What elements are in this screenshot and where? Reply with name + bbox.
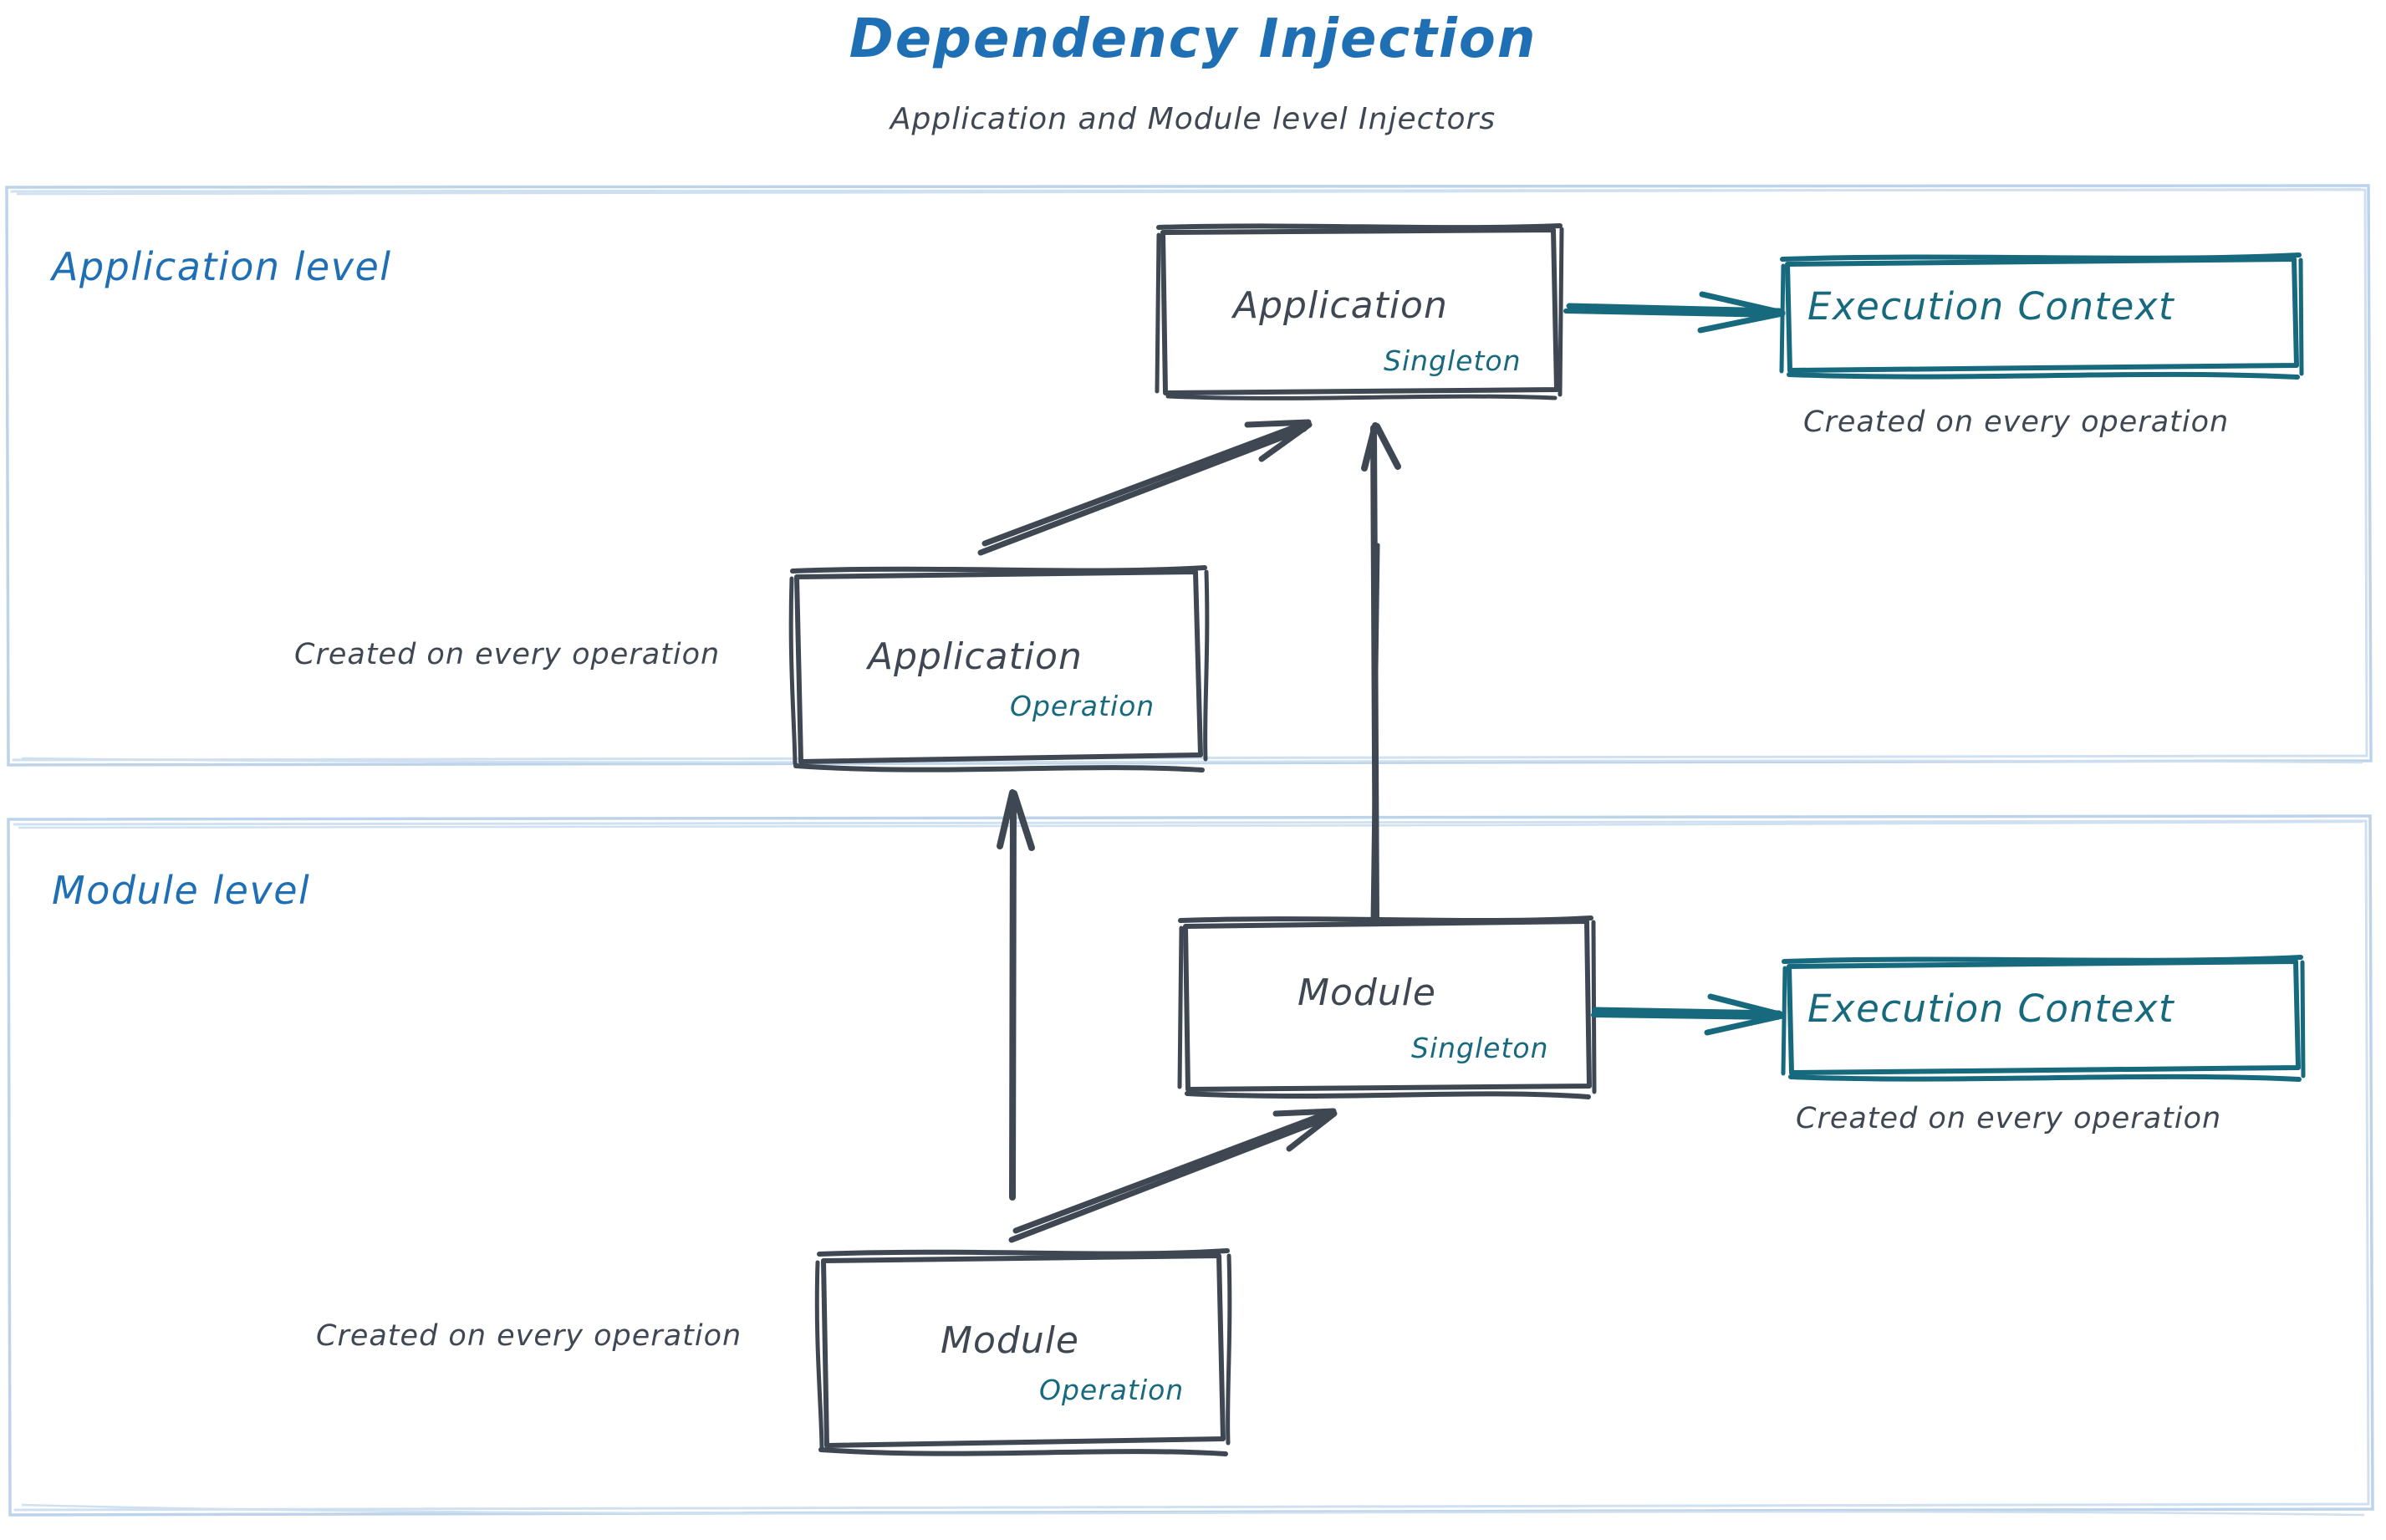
edge-module-singleton-to-app-singleton — [1361, 422, 1401, 925]
note-module-operation: Created on every operation — [316, 1319, 742, 1353]
node-title-execution-context-module: Execution Context — [1807, 987, 2175, 1031]
container-label-module-level: Module level — [52, 868, 311, 913]
node-title-module-singleton: Module — [1298, 971, 1436, 1014]
node-scope-module-operation: Operation — [1039, 1374, 1185, 1406]
page-title: Dependency Injection — [849, 8, 1537, 70]
container-module-level — [7, 814, 2374, 1517]
page-subtitle: Application and Module level Injectors — [890, 102, 1496, 136]
note-execution-context-application: Created on every operation — [1803, 405, 2230, 439]
edge-module-operation-to-module-singleton — [1008, 1108, 1338, 1243]
node-title-execution-context-application: Execution Context — [1807, 284, 2175, 329]
node-scope-application-singleton: Singleton — [1384, 344, 1522, 377]
note-application-operation: Created on every operation — [294, 638, 721, 671]
edge-module-operation-to-app-operation — [997, 789, 1035, 1201]
node-title-application-operation: Application — [868, 635, 1083, 678]
node-title-module-operation: Module — [941, 1319, 1079, 1362]
edge-module-singleton-to-execution-context — [1591, 993, 1786, 1036]
note-execution-context-module: Created on every operation — [1796, 1102, 2222, 1135]
edge-app-singleton-to-execution-context — [1563, 291, 1786, 334]
node-title-application-singleton: Application — [1233, 284, 1448, 327]
container-label-application-level: Application level — [52, 244, 392, 289]
node-scope-module-singleton: Singleton — [1411, 1032, 1549, 1064]
edge-app-operation-to-app-singleton — [977, 419, 1313, 556]
node-scope-application-operation: Operation — [1010, 690, 1155, 722]
